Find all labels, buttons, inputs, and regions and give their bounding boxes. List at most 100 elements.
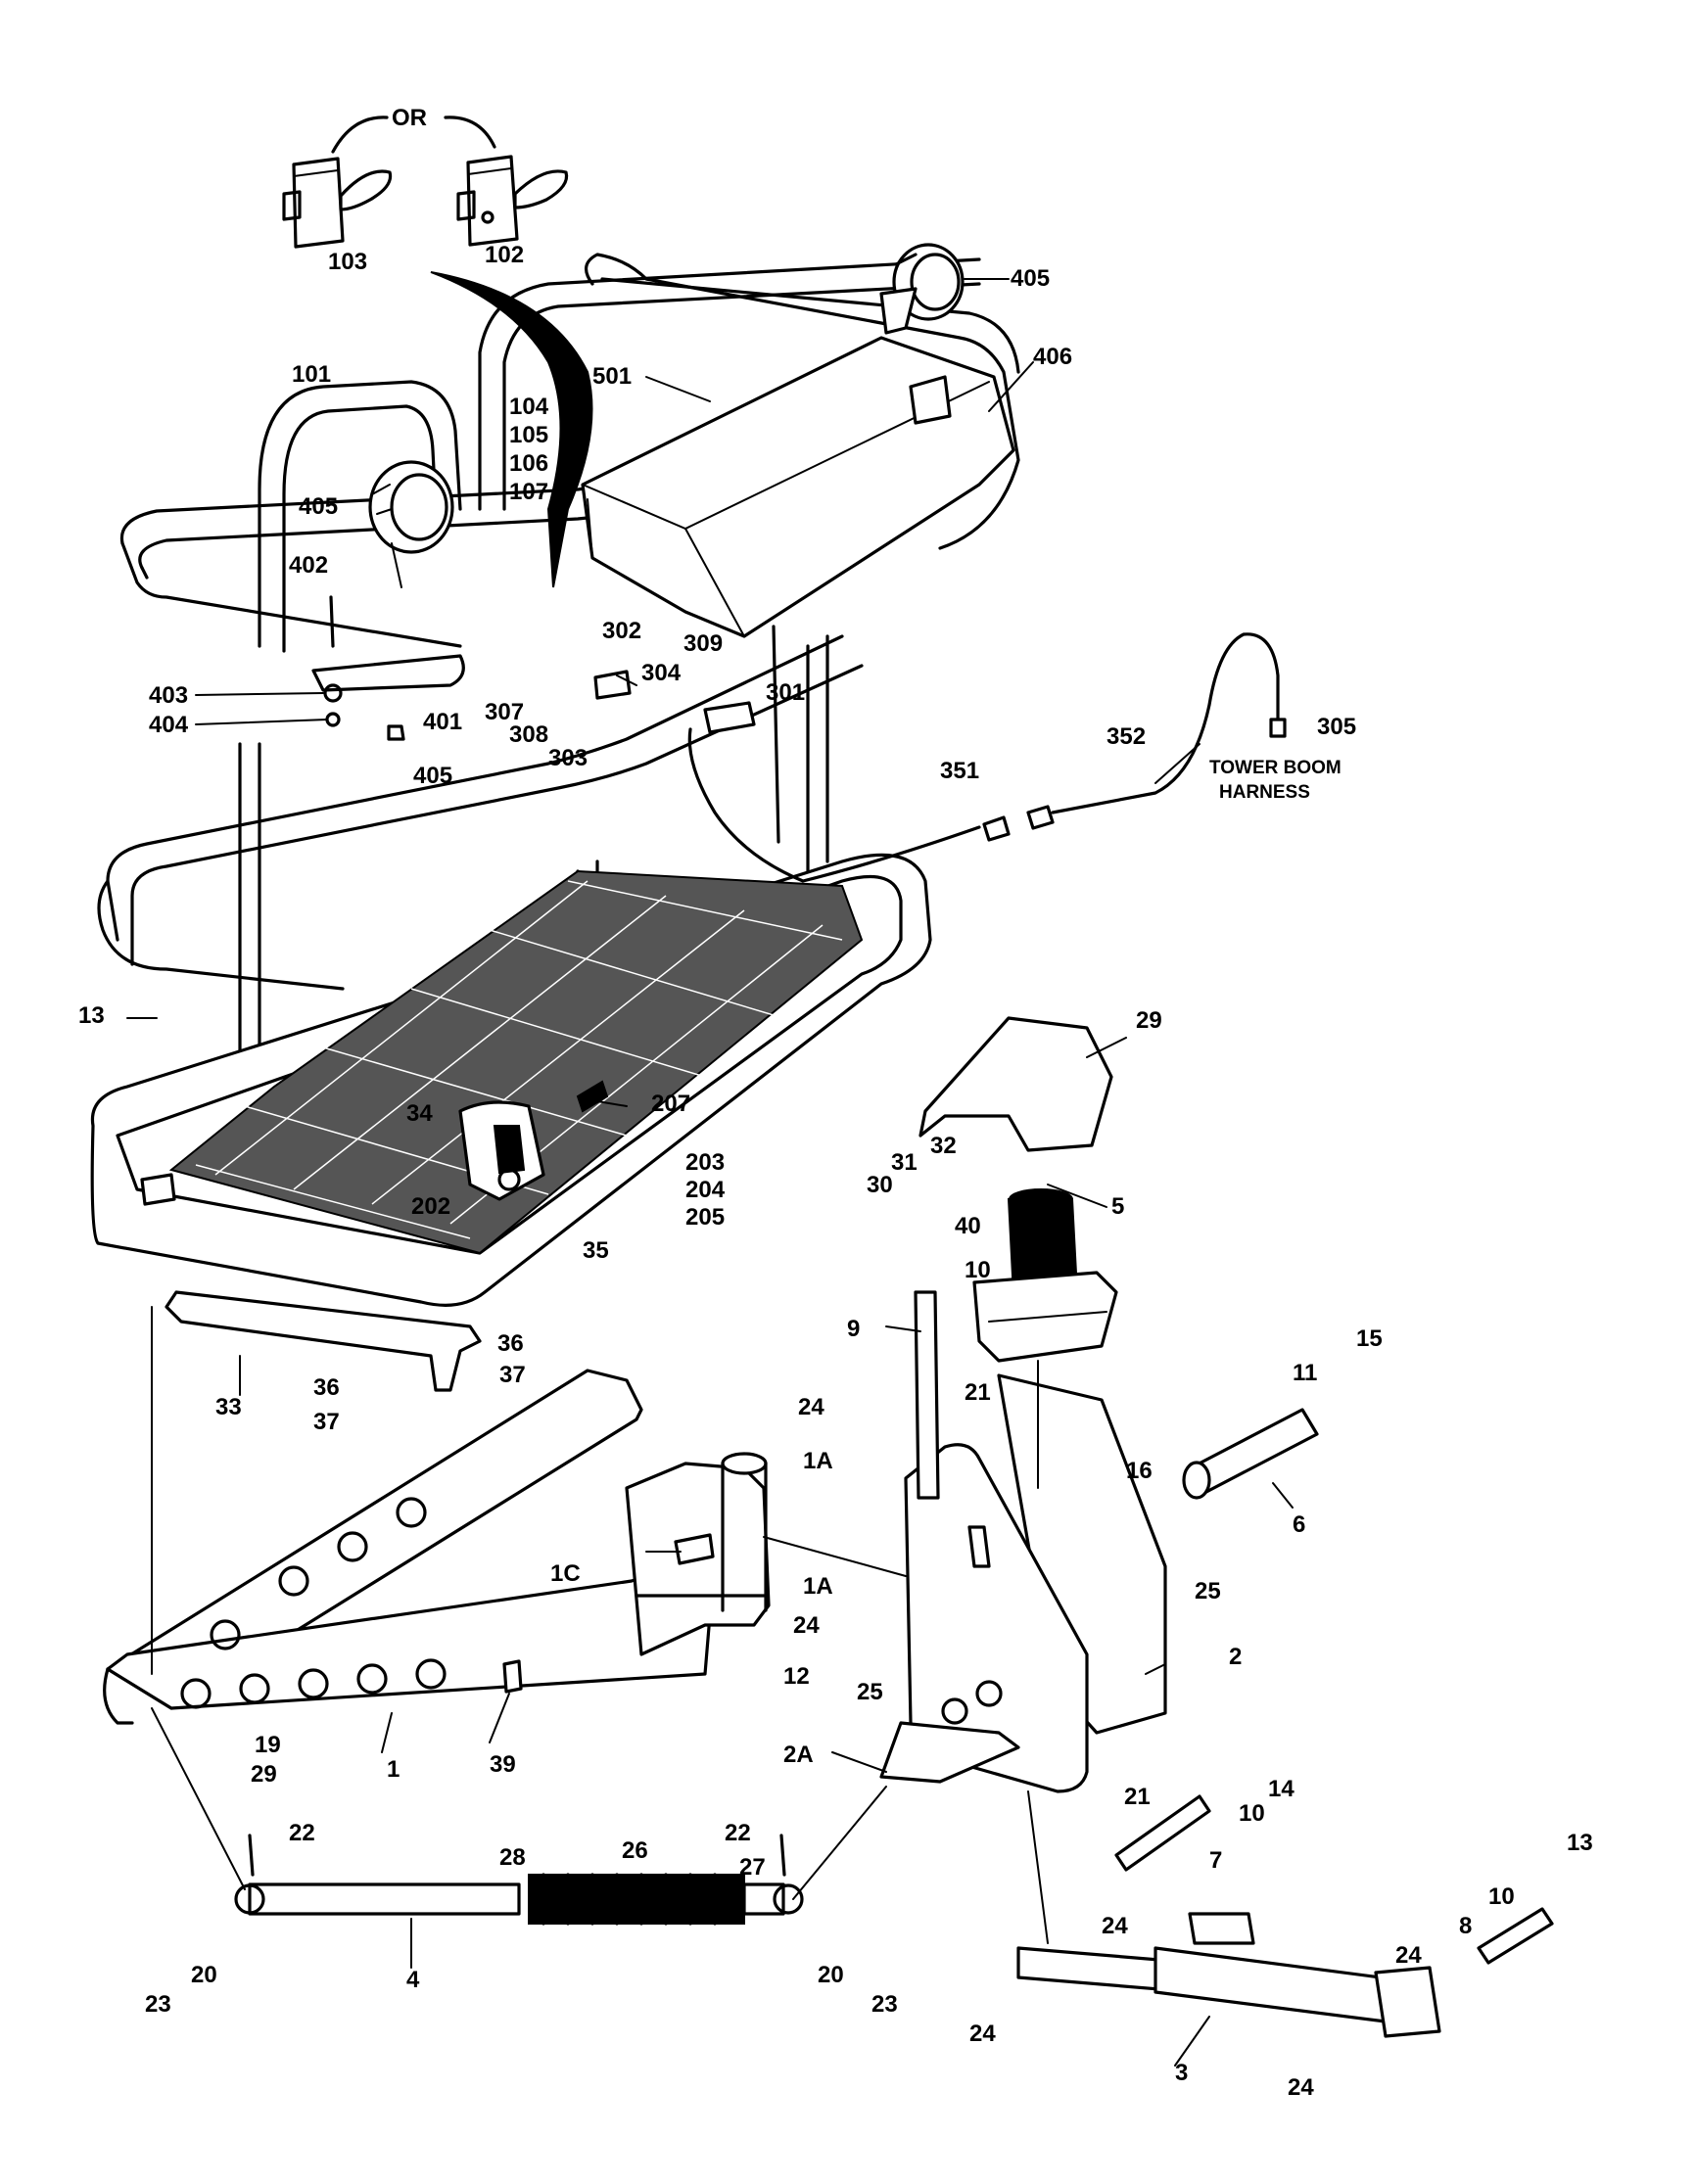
label-part-10: 10 bbox=[1239, 1800, 1265, 1827]
label-part-1c: 1C bbox=[550, 1560, 581, 1587]
label-part-29: 29 bbox=[1136, 1007, 1162, 1034]
label-part-105: 105 bbox=[509, 422, 548, 448]
label-part-302: 302 bbox=[602, 618, 641, 644]
pin-7 bbox=[1114, 1794, 1211, 1872]
label-part-2: 2 bbox=[1229, 1644, 1242, 1670]
label-part-6: 6 bbox=[1293, 1511, 1305, 1538]
cable-bundle bbox=[430, 271, 593, 588]
tower-boom-harness-line-1: TOWER BOOM bbox=[1209, 758, 1342, 778]
label-part-33: 33 bbox=[215, 1394, 242, 1420]
label-part-4: 4 bbox=[406, 1967, 420, 1993]
label-part-402: 402 bbox=[289, 552, 328, 579]
label-part-22: 22 bbox=[289, 1820, 315, 1846]
motor-5 bbox=[972, 1188, 1118, 1363]
label-part-2a: 2A bbox=[783, 1742, 814, 1768]
label-part-19: 19 bbox=[255, 1732, 281, 1758]
work-light-405-left bbox=[368, 460, 454, 588]
label-part-207: 207 bbox=[651, 1091, 690, 1117]
label-part-25: 25 bbox=[1195, 1578, 1221, 1604]
label-part-27: 27 bbox=[739, 1854, 766, 1881]
label-part-8: 8 bbox=[1459, 1913, 1472, 1939]
label-part-101: 101 bbox=[292, 361, 331, 388]
label-part-102: 102 bbox=[485, 242, 524, 268]
label-part-14: 14 bbox=[1268, 1776, 1295, 1802]
label-part-13: 13 bbox=[1567, 1830, 1593, 1856]
label-part-16: 16 bbox=[1126, 1458, 1153, 1484]
boom-frame bbox=[103, 1369, 771, 1725]
pin-9 bbox=[914, 1290, 940, 1500]
leader-lines bbox=[126, 278, 1294, 2067]
label-part-22: 22 bbox=[725, 1820, 751, 1846]
label-part-24: 24 bbox=[793, 1612, 820, 1639]
terminal-302 bbox=[593, 670, 632, 700]
label-part-39: 39 bbox=[490, 1751, 516, 1778]
label-part-36: 36 bbox=[313, 1374, 340, 1401]
label-part-24: 24 bbox=[1102, 1913, 1128, 1939]
platform-rails bbox=[97, 253, 1020, 1177]
label-part-405: 405 bbox=[299, 493, 338, 520]
label-part-24: 24 bbox=[1288, 2074, 1314, 2101]
label-part-34: 34 bbox=[406, 1100, 433, 1127]
part-labels: 1 1A 1A 1C 2 2A 3 4 5 6 7 8 9 10 10 10 1… bbox=[78, 242, 1593, 2101]
pin-8 bbox=[1477, 1907, 1554, 1965]
label-part-35: 35 bbox=[583, 1237, 609, 1264]
label-part-24: 24 bbox=[1395, 1942, 1422, 1969]
label-part-28: 28 bbox=[499, 1844, 526, 1871]
work-light-405-top bbox=[879, 243, 965, 335]
label-part-1a: 1A bbox=[803, 1448, 833, 1474]
label-part-405: 405 bbox=[1011, 265, 1050, 292]
label-part-301: 301 bbox=[766, 679, 805, 706]
label-part-15: 15 bbox=[1356, 1325, 1383, 1352]
label-part-1a: 1A bbox=[803, 1573, 833, 1600]
label-part-30: 30 bbox=[867, 1172, 893, 1198]
label-part-40: 40 bbox=[955, 1213, 981, 1239]
label-part-304: 304 bbox=[641, 660, 682, 686]
tower-boom-harness-line-2: HARNESS bbox=[1219, 782, 1310, 803]
rotator-plate-2 bbox=[879, 1373, 1167, 1793]
label-part-9: 9 bbox=[847, 1316, 860, 1342]
nut-404 bbox=[325, 712, 341, 727]
label-part-308: 308 bbox=[509, 721, 548, 748]
label-part-202: 202 bbox=[411, 1193, 450, 1220]
control-box-103 bbox=[282, 157, 393, 249]
label-part-205: 205 bbox=[685, 1204, 725, 1231]
label-part-29: 29 bbox=[251, 1761, 277, 1788]
label-part-24: 24 bbox=[969, 2021, 996, 2047]
label-part-26: 26 bbox=[622, 1837, 648, 1864]
harness bbox=[687, 632, 1287, 883]
label-part-309: 309 bbox=[683, 630, 723, 657]
control-cover-501 bbox=[581, 336, 1015, 638]
label-part-25: 25 bbox=[857, 1679, 883, 1705]
label-part-307: 307 bbox=[485, 699, 524, 725]
label-part-24: 24 bbox=[798, 1394, 824, 1420]
label-part-36: 36 bbox=[497, 1330, 524, 1357]
control-box-102 bbox=[456, 155, 569, 247]
platform-basket bbox=[90, 654, 932, 1307]
pin-22-left bbox=[248, 1834, 255, 1877]
label-part-10: 10 bbox=[1488, 1883, 1515, 1910]
nut-405 bbox=[387, 724, 405, 741]
shaft-6 bbox=[1182, 1408, 1319, 1500]
label-part-32: 32 bbox=[930, 1133, 957, 1159]
label-part-31: 31 bbox=[891, 1149, 918, 1176]
label-part-37: 37 bbox=[499, 1362, 526, 1388]
label-part-403: 403 bbox=[149, 682, 188, 709]
label-part-305: 305 bbox=[1317, 714, 1356, 740]
label-part-37: 37 bbox=[313, 1409, 340, 1435]
label-part-7: 7 bbox=[1209, 1847, 1222, 1874]
cylinder-3 bbox=[1016, 1912, 1441, 2038]
label-part-406: 406 bbox=[1033, 344, 1072, 370]
washer-403 bbox=[323, 683, 343, 703]
label-part-401: 401 bbox=[423, 709, 462, 735]
box-309 bbox=[703, 701, 756, 734]
pin-22-right bbox=[779, 1834, 786, 1877]
label-part-104: 104 bbox=[509, 394, 549, 420]
label-part-203: 203 bbox=[685, 1149, 725, 1176]
label-part-20: 20 bbox=[818, 1962, 844, 1988]
label-part-3: 3 bbox=[1175, 2060, 1188, 2086]
label-part-501: 501 bbox=[592, 363, 632, 390]
label-part-107: 107 bbox=[509, 479, 548, 505]
label-part-12: 12 bbox=[783, 1663, 810, 1690]
bolt-402 bbox=[329, 595, 335, 648]
